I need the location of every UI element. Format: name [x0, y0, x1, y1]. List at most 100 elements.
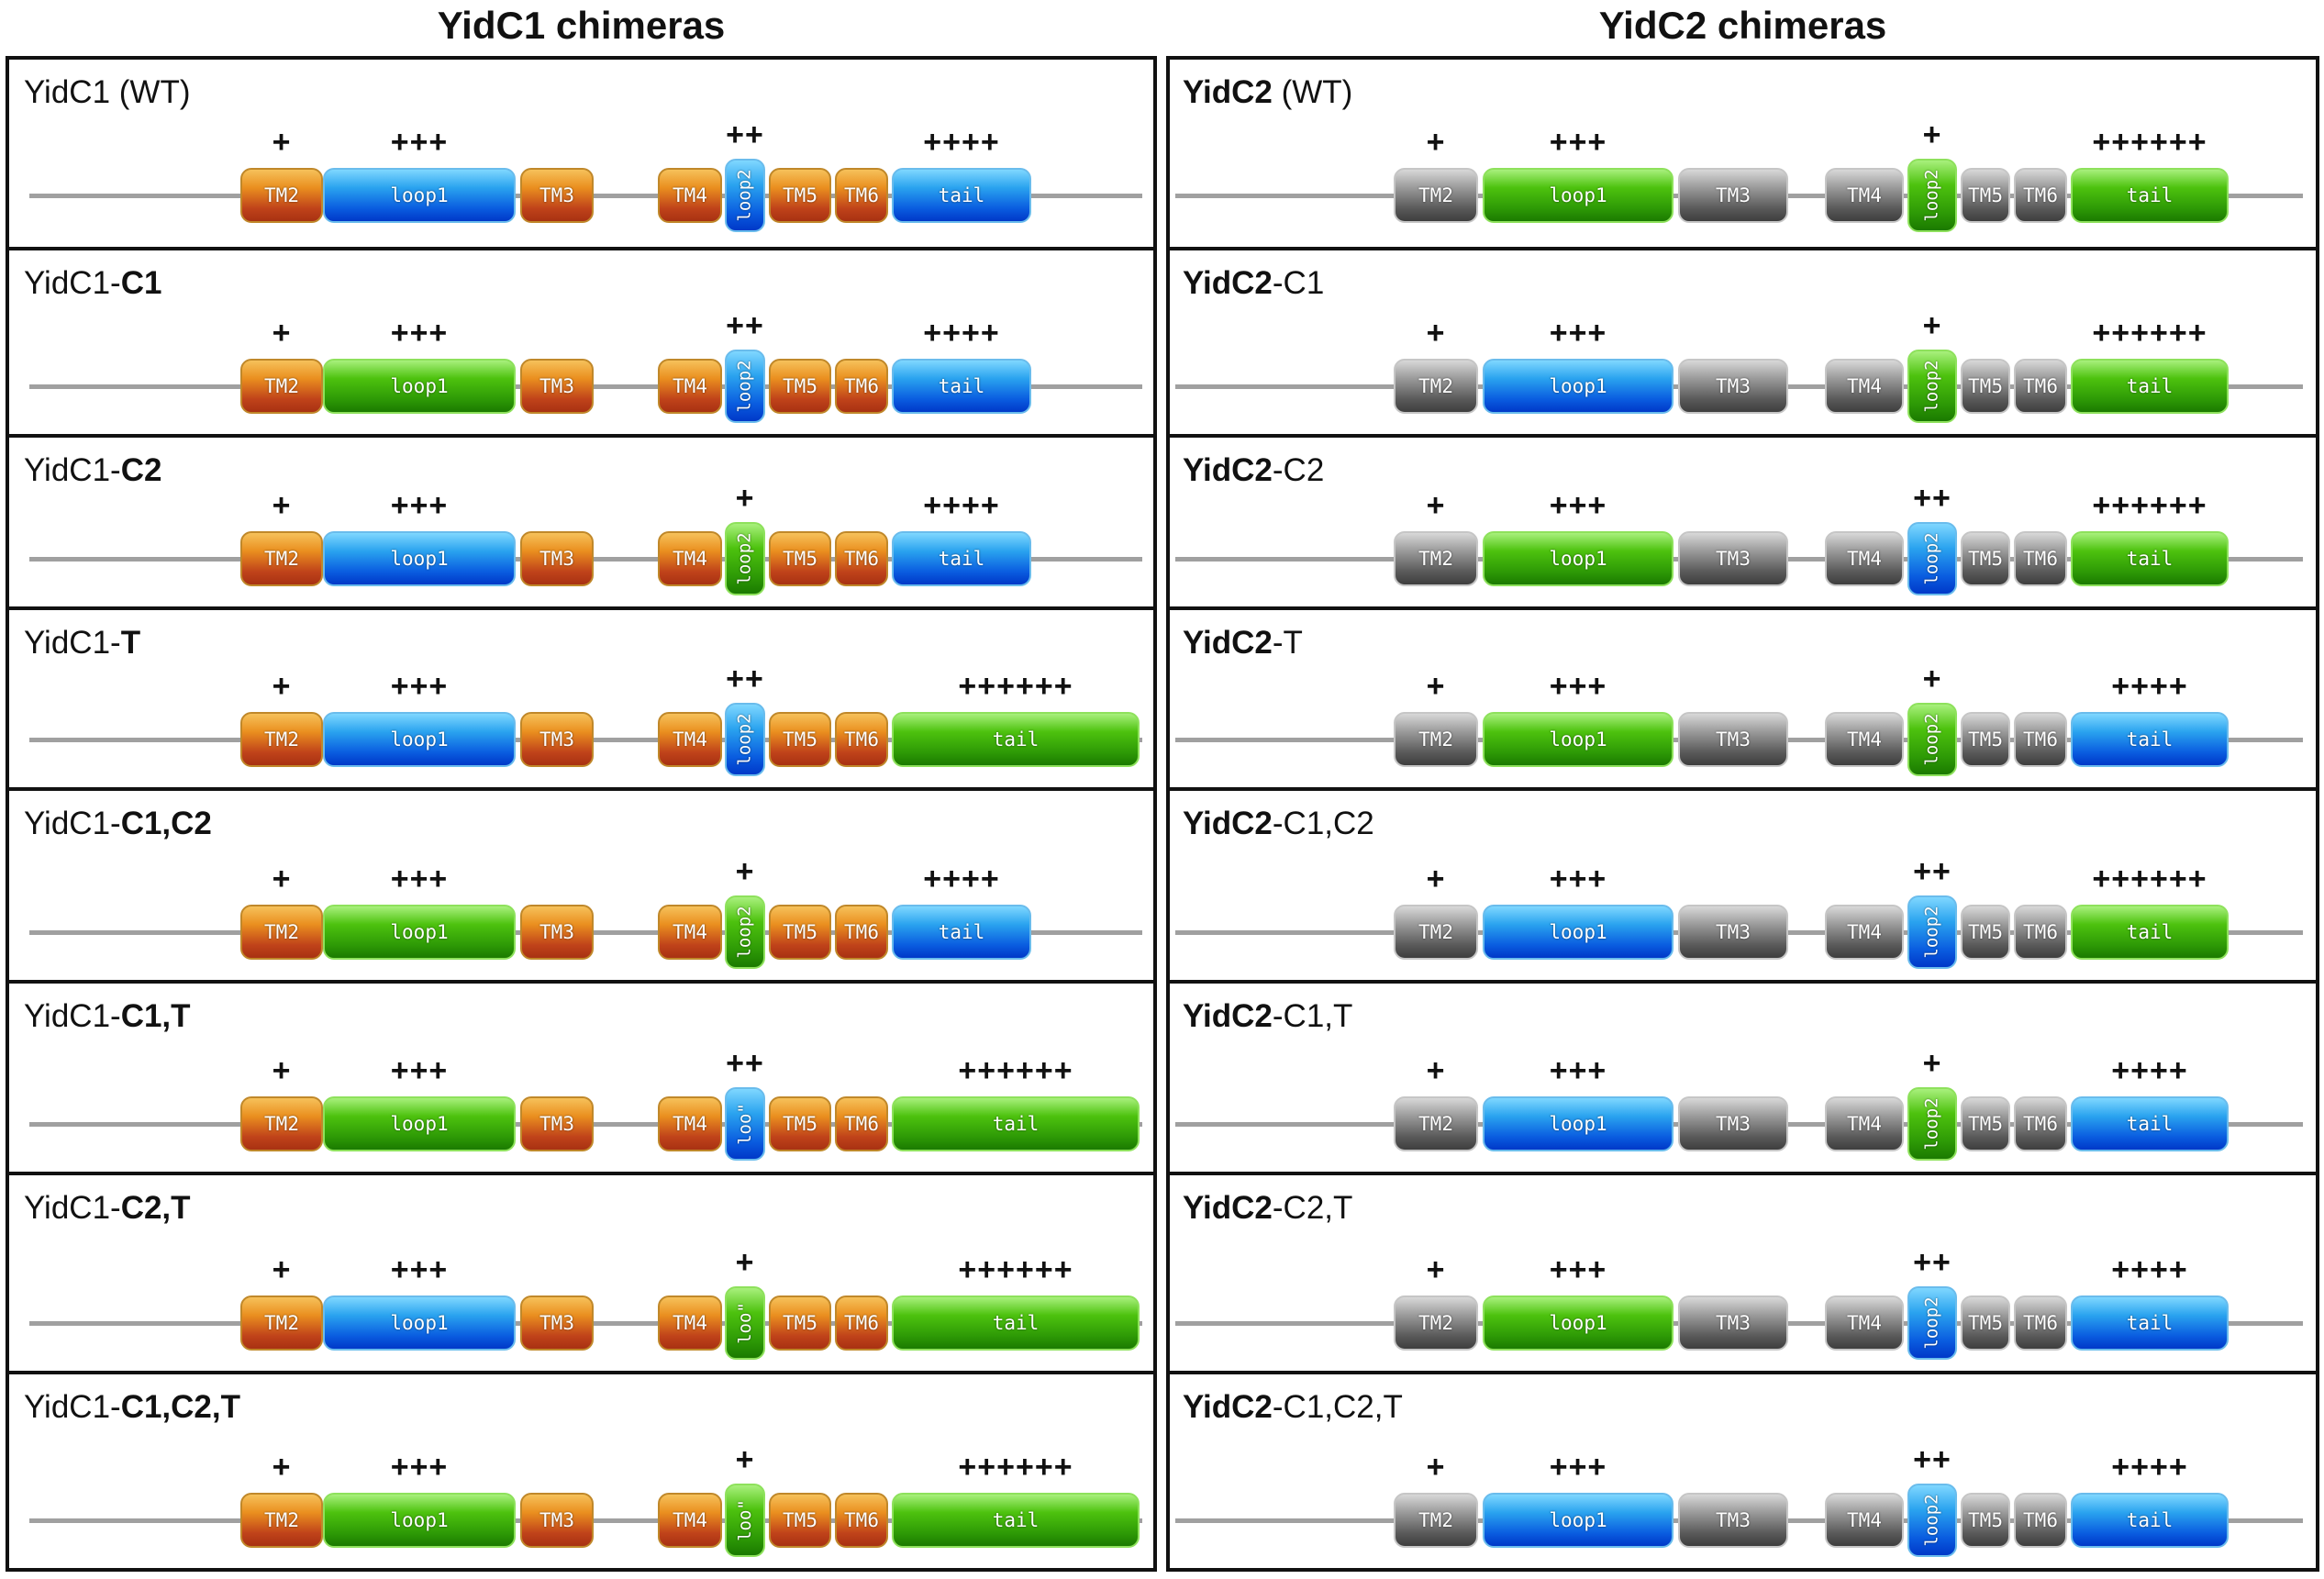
- charge-tail: ++++++: [2092, 316, 2207, 350]
- construct-label: YidC1 (WT): [24, 74, 190, 111]
- domain-tm2: TM2: [240, 359, 323, 414]
- domain-tm2-label: TM2: [1418, 1113, 1453, 1135]
- domain-tm5: TM5: [769, 168, 831, 223]
- domain-loop1: loop1: [1483, 359, 1674, 414]
- construct-label-part: C1,T: [120, 998, 191, 1034]
- domain-tm3: TM3: [1678, 1096, 1788, 1151]
- domain-tm2-label: TM2: [1418, 548, 1453, 570]
- domain-tm4: TM4: [1825, 1493, 1904, 1548]
- charge-loop2: ++: [726, 662, 764, 696]
- domain-loop2-label: loop2: [1922, 1097, 1943, 1151]
- domain-tm6-label: TM6: [844, 728, 879, 751]
- charge-loop1: +++: [390, 125, 449, 160]
- domain-tm5: TM5: [1961, 1493, 2010, 1548]
- charge-loop1: +++: [1549, 488, 1607, 523]
- domain-tail: tail: [2071, 531, 2229, 586]
- domain-loop1: loop1: [323, 712, 516, 767]
- domain-tm6: TM6: [835, 905, 888, 960]
- domain-tm6: TM6: [2014, 1096, 2067, 1151]
- construct-label-part: YidC2: [1183, 625, 1273, 661]
- domain-tm5-label: TM5: [783, 548, 817, 570]
- domain-tail-label: tail: [2126, 728, 2174, 751]
- charge-loop2: +: [1922, 1046, 1942, 1081]
- domain-tm6: TM6: [2014, 531, 2067, 586]
- charge-loop1: +++: [1549, 1252, 1607, 1287]
- construct-label-part: -C1,C2,T: [1272, 1389, 1403, 1425]
- domain-tm4: TM4: [658, 531, 722, 586]
- charge-loop2: +: [1922, 662, 1942, 696]
- domain-tail: tail: [2071, 168, 2229, 223]
- domain-tm5: TM5: [1961, 1295, 2010, 1351]
- construct-label-part: YidC1-: [24, 265, 121, 301]
- charge-tm2: +: [1426, 1252, 1446, 1287]
- charge-loop2: +: [1922, 117, 1942, 152]
- domain-tail: tail: [892, 1096, 1140, 1151]
- domain-loop1: loop1: [323, 1295, 516, 1351]
- charge-loop2: +: [735, 854, 755, 889]
- domain-tm5-label: TM5: [1968, 548, 2003, 570]
- charge-tm2: +: [1426, 1053, 1446, 1088]
- charge-tail: ++++: [923, 488, 1000, 523]
- domain-tm5: TM5: [769, 359, 831, 414]
- charge-tail: ++++: [2111, 1450, 2188, 1484]
- domain-tm4: TM4: [1825, 531, 1904, 586]
- domain-tm6: TM6: [835, 1493, 888, 1548]
- construct-label: YidC2 (WT): [1183, 74, 1352, 111]
- domain-loop1-label: loop1: [390, 548, 449, 570]
- domain-tm4-label: TM4: [673, 1312, 707, 1334]
- domain-tail-label: tail: [2126, 375, 2174, 397]
- domain-loop2: loop2: [725, 703, 765, 776]
- domain-loop2: loop2: [1907, 703, 1957, 776]
- domain-loop2: loo": [725, 1286, 765, 1360]
- domain-tm6-label: TM6: [844, 921, 879, 943]
- domain-tm2: TM2: [1394, 168, 1478, 223]
- domain-tm2: TM2: [240, 1096, 323, 1151]
- domain-tm3: TM3: [520, 1493, 594, 1548]
- domain-loop1: loop1: [1483, 905, 1674, 960]
- construct-label-part: YidC2: [1183, 806, 1273, 841]
- domain-tm4: TM4: [1825, 168, 1904, 223]
- domain-tm6-label: TM6: [844, 184, 879, 206]
- domain-tm6-label: TM6: [2023, 1113, 2058, 1135]
- construct-label-part: C1: [120, 265, 162, 301]
- domain-tm6: TM6: [835, 712, 888, 767]
- domain-tail: tail: [2071, 1295, 2229, 1351]
- charge-tail: ++++: [923, 862, 1000, 896]
- construct-label-part: YidC1-: [24, 1389, 121, 1425]
- domain-loop1-label: loop1: [1549, 1113, 1607, 1135]
- domain-tm4-label: TM4: [1847, 921, 1882, 943]
- domain-tm3: TM3: [520, 359, 594, 414]
- domain-loop1-label: loop1: [390, 921, 449, 943]
- domain-tm3-label: TM3: [1716, 375, 1751, 397]
- domain-tm4: TM4: [658, 1295, 722, 1351]
- charge-loop1: +++: [1549, 862, 1607, 896]
- domain-tm4: TM4: [658, 1493, 722, 1548]
- domain-tm5: TM5: [769, 531, 831, 586]
- domain-loop2: loop2: [1907, 522, 1957, 595]
- domain-tail: tail: [2071, 905, 2229, 960]
- domain-tail-label: tail: [2126, 921, 2174, 943]
- domain-loop2-label: loop2: [735, 713, 756, 766]
- construct-label: YidC2-C2: [1183, 452, 1324, 489]
- domain-tm2-label: TM2: [1418, 184, 1453, 206]
- domain-loop2: loop2: [725, 350, 765, 423]
- domain-tm5-label: TM5: [1968, 184, 2003, 206]
- domain-tm2: TM2: [240, 905, 323, 960]
- charge-tail: ++++++: [958, 1252, 1073, 1287]
- domain-tm4: TM4: [658, 712, 722, 767]
- domain-tm2: TM2: [240, 168, 323, 223]
- domain-tail: tail: [892, 359, 1031, 414]
- domain-loop1-label: loop1: [390, 184, 449, 206]
- domain-tm5-label: TM5: [783, 728, 817, 751]
- domain-tail: tail: [2071, 359, 2229, 414]
- domain-tm2: TM2: [1394, 531, 1478, 586]
